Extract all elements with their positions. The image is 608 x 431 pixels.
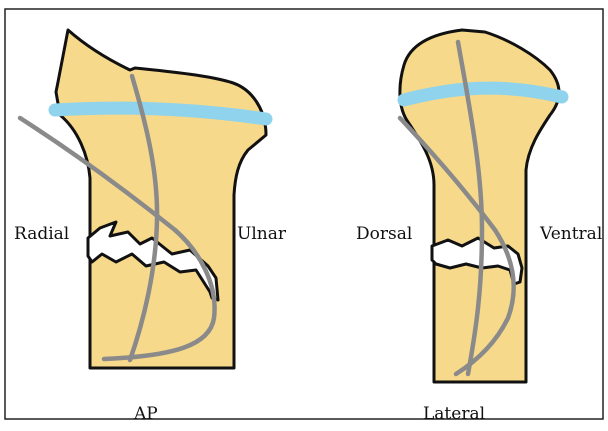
- ap-view-caption: AP: [134, 406, 158, 423]
- radial-label: Radial: [14, 226, 69, 243]
- dorsal-label: Dorsal: [356, 226, 412, 243]
- ap-bone-outline: [56, 30, 266, 368]
- lateral-view: [400, 30, 562, 382]
- lateral-view-caption: Lateral: [423, 406, 485, 423]
- ulnar-label: Ulnar: [237, 226, 286, 243]
- ap-view: [20, 30, 266, 368]
- ventral-label: Ventral: [540, 226, 602, 243]
